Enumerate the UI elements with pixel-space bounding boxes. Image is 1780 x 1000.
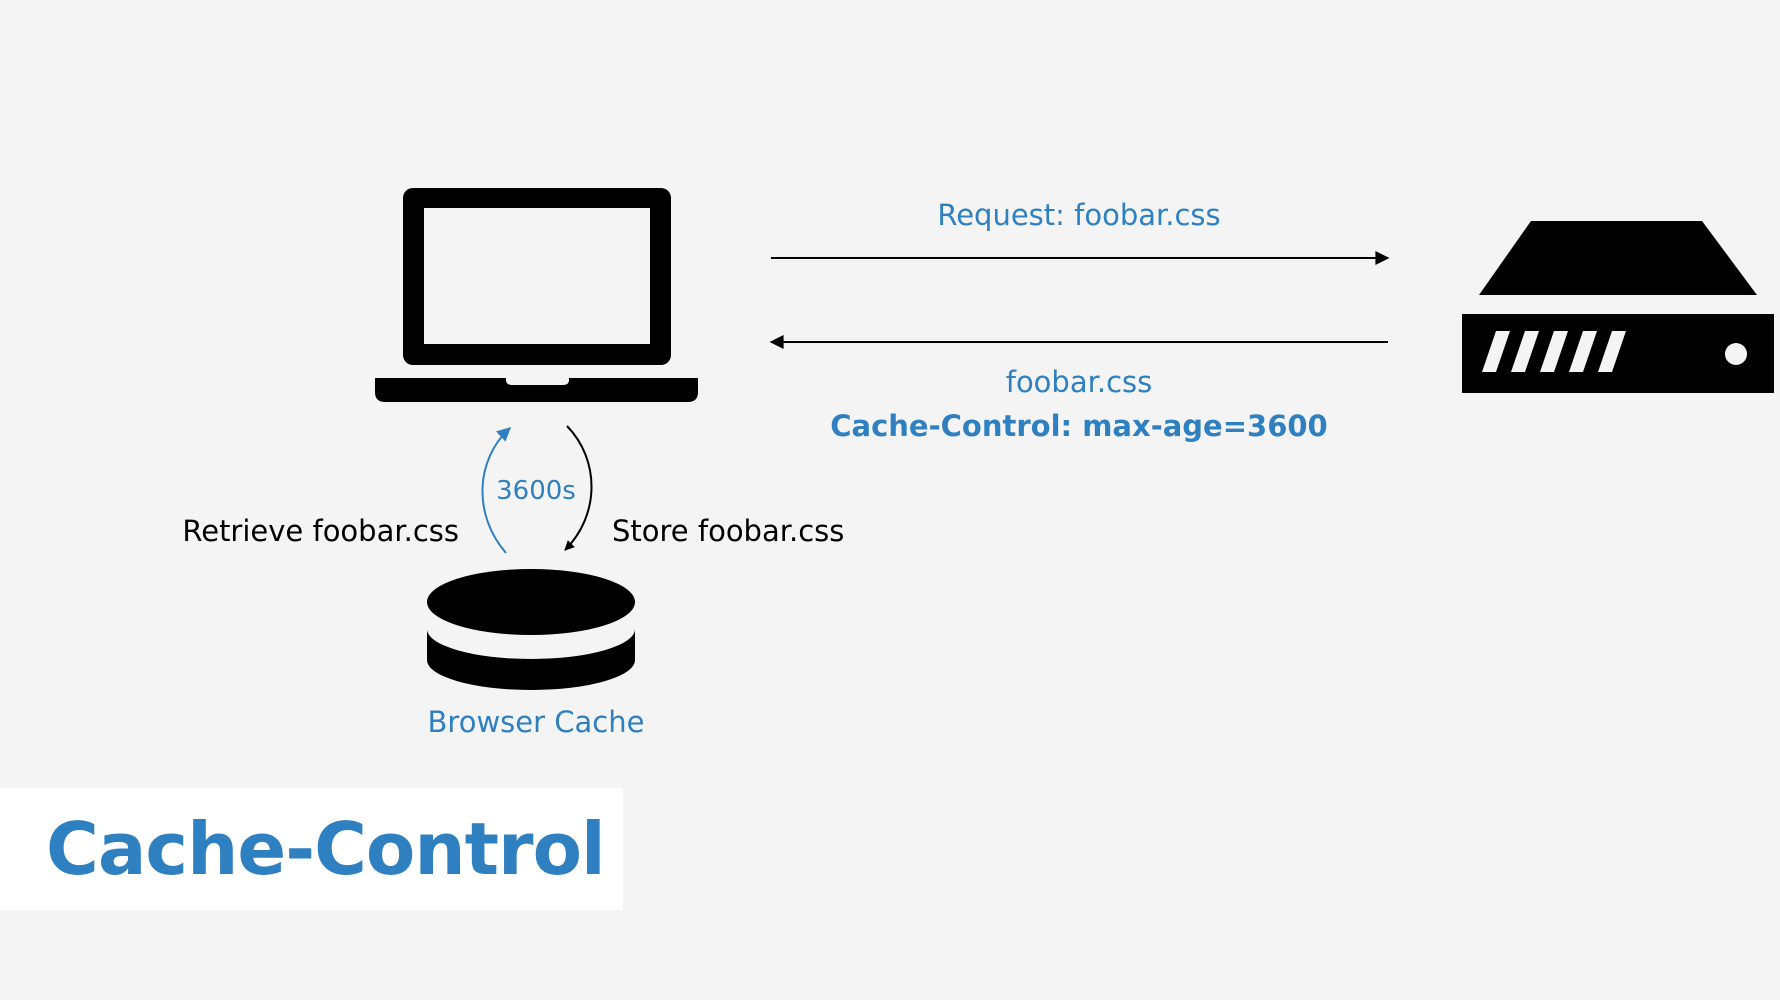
cache-control-header-label: Cache-Control: max-age=3600 <box>830 409 1328 443</box>
retrieve-label: Retrieve foobar.css <box>182 514 459 548</box>
response-file-label: foobar.css <box>1006 365 1153 399</box>
title-box: Cache-Control <box>0 788 623 910</box>
browser-cache-label: Browser Cache <box>428 705 645 739</box>
server-icon <box>1462 221 1774 393</box>
database-icon <box>427 569 635 690</box>
laptop-icon <box>375 188 698 402</box>
page-title: Cache-Control <box>46 807 606 891</box>
store-label: Store foobar.css <box>612 514 844 548</box>
ttl-label: 3600s <box>496 476 576 506</box>
store-arrow <box>564 425 593 551</box>
request-label: Request: foobar.css <box>937 198 1220 232</box>
retrieve-arrow <box>481 427 512 554</box>
